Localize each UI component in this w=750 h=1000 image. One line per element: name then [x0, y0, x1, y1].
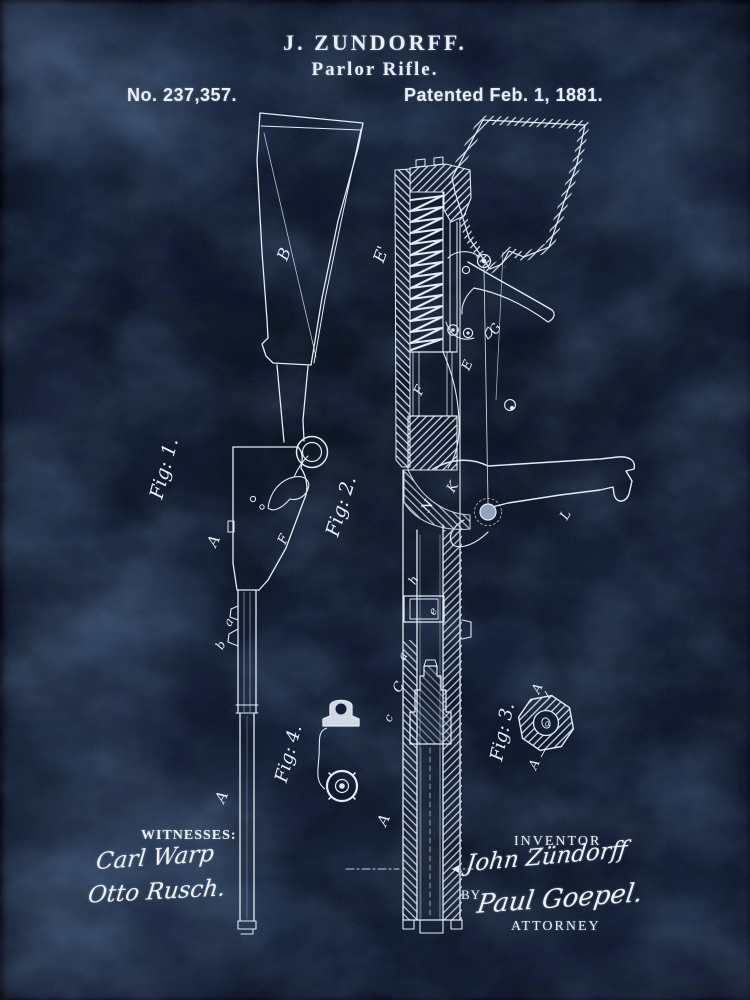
fig2-breech-block [407, 415, 458, 471]
part-label-e-mainspring: E' [369, 243, 393, 266]
fig2-hammer-mechanism [445, 251, 555, 504]
witnesses-heading: WITNESSES: [141, 828, 237, 843]
fig1-trigger-guard-ring [295, 435, 329, 469]
inventor-heading: INVENTOR [514, 834, 602, 849]
part-label-a-bore: a [543, 719, 551, 730]
fig2-receiver-cap [394, 156, 472, 468]
fig4-sight-front-view [325, 769, 359, 803]
fig3-bore-center [541, 717, 551, 729]
fig4-sight-details [317, 699, 360, 803]
fig1-butt-stock [256, 112, 364, 366]
attorney-heading: ATTORNEY [511, 919, 601, 934]
fig3-barrel-cross-section [517, 690, 575, 758]
fig1-rear-sight [227, 605, 239, 647]
fig2-barrel-section [402, 469, 472, 934]
fig4-bracket [317, 727, 328, 790]
patent-inventor-title: J. ZUNDORFF. [283, 30, 467, 55]
fig2-mainspring-coil [409, 191, 461, 531]
fig1-barrel [237, 712, 257, 935]
fig1-wrist [276, 364, 309, 443]
fig1-forearm [235, 589, 259, 714]
patent-invention-title: Parlor Rifle. [311, 59, 439, 80]
fig1-rifle-side-view [227, 112, 364, 935]
fig2-rifle-section-view [345, 115, 636, 934]
patent-date: Patented Feb. 1, 1881. [404, 85, 604, 105]
patent-number: No. 237,357. [127, 85, 238, 105]
fig2-section-line [345, 865, 474, 873]
fig2-carrier [403, 469, 471, 531]
by-label: BY [461, 887, 482, 902]
fig3-bore-circle [532, 709, 560, 737]
fig1-receiver [227, 446, 310, 591]
